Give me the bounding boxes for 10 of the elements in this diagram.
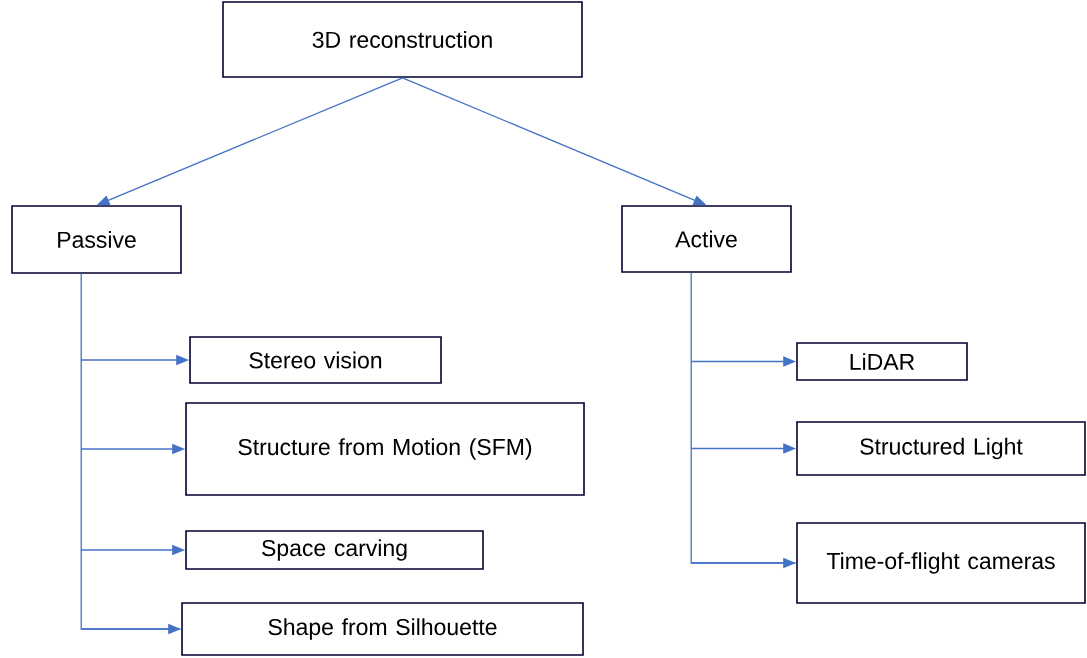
method-box: LiDAR — [796, 342, 968, 381]
method-box: Stereo vision — [189, 336, 442, 384]
category-box: Active — [621, 205, 792, 273]
category-box: Passive — [11, 205, 182, 274]
method-box: Shape from Silhouette — [181, 602, 584, 656]
method-box: Time-of-flight cameras — [796, 522, 1086, 604]
root-box: 3D reconstruction — [222, 1, 583, 78]
method-box: Structure from Motion (SFM) — [185, 402, 585, 496]
method-box: Space carving — [185, 530, 484, 570]
method-box: Structured Light — [796, 421, 1086, 476]
